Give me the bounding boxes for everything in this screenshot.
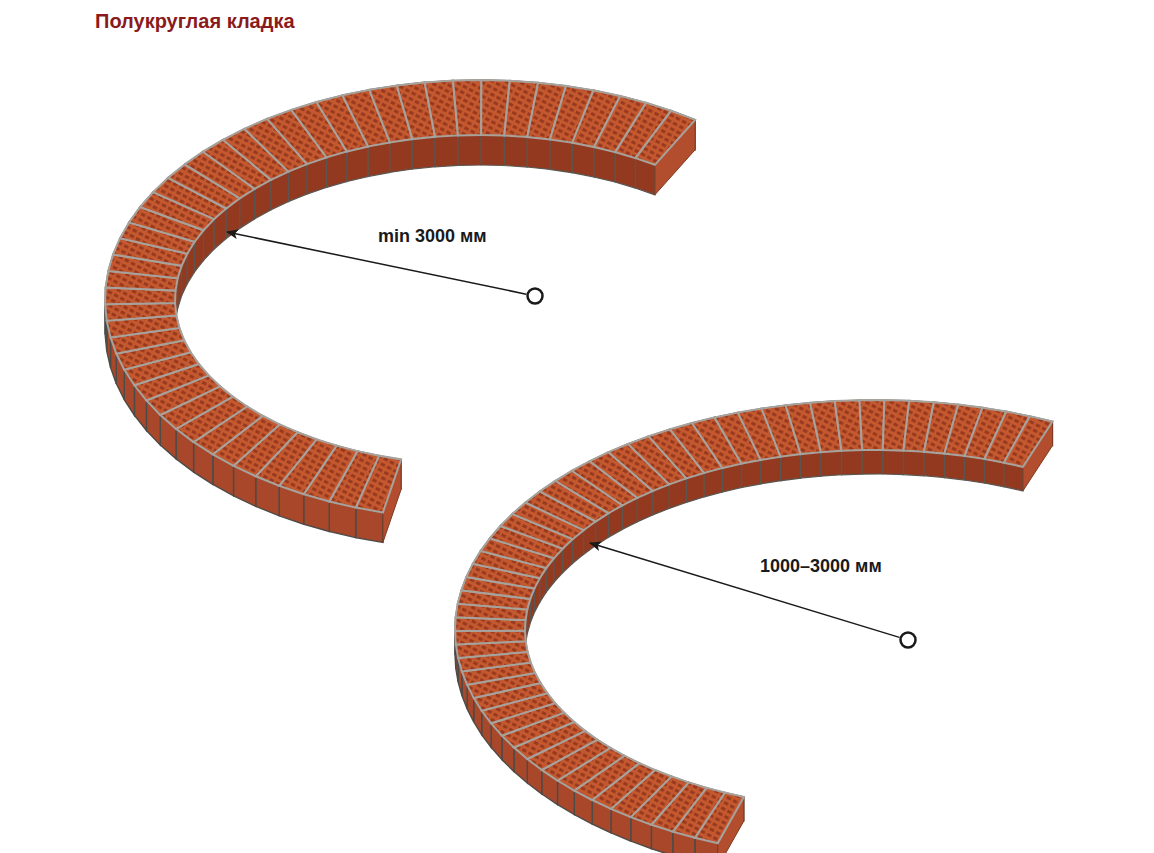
title: Полукруглая кладка <box>95 10 295 33</box>
brick-inner-wall <box>924 452 944 478</box>
brick-inner-wall <box>504 136 527 168</box>
brick-inner-wall <box>458 135 481 165</box>
radius-leaders <box>227 232 916 648</box>
brick-inner-wall <box>965 456 985 483</box>
brick-inner-wall <box>821 451 842 476</box>
brick-inner-wall <box>550 139 572 172</box>
dimension-label: 1000–3000 мм <box>760 556 882 577</box>
brick-inner-wall <box>781 454 801 481</box>
brick-inner-wall <box>862 450 883 474</box>
brick-inner-wall <box>944 454 964 480</box>
radius-leader-line <box>590 543 899 637</box>
brick-top-face <box>453 80 481 135</box>
brick-arc <box>455 400 1053 853</box>
brick-arc <box>105 80 695 543</box>
brick-top-face <box>455 631 526 645</box>
brick-top-face <box>860 400 885 450</box>
brick-top-face <box>835 400 862 451</box>
dimension-label: min 3000 мм <box>378 226 487 247</box>
brick-inner-wall <box>883 450 904 475</box>
brick-inner-wall <box>801 452 821 478</box>
brick-inner-wall <box>761 457 781 484</box>
brick-outer-wall <box>356 508 383 543</box>
brick-inner-wall <box>481 135 504 166</box>
brick-inner-wall <box>390 139 412 172</box>
brick-inner-wall <box>572 143 594 177</box>
brick-inner-wall <box>842 450 863 475</box>
brick-top-face <box>1004 416 1053 467</box>
brick-inner-wall <box>412 137 435 169</box>
brick-inner-wall <box>368 142 390 176</box>
brick-inner-wall <box>527 137 550 169</box>
brick-top-face <box>105 303 176 321</box>
centre-point <box>528 289 543 304</box>
brick-inner-wall <box>435 135 458 166</box>
brick-inner-wall <box>904 451 925 476</box>
brick-top-face <box>636 111 696 165</box>
centre-point <box>901 633 916 648</box>
